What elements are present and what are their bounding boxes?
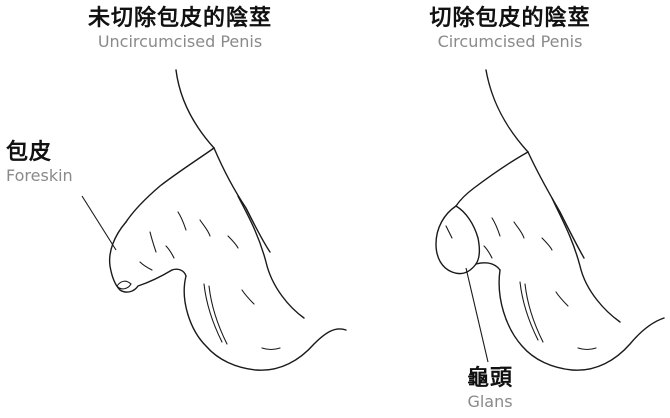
left-foreskin-tip [110,222,172,292]
left-scrotum-outline [184,276,346,370]
right-shaft-upper [456,152,528,206]
right-texture-6 [484,246,492,258]
circumcised-penis-illustration [436,70,664,370]
right-shaft-lower [476,263,500,270]
left-foreskin-opening [117,281,131,289]
left-raphe [204,284,222,342]
right-corona [456,206,479,264]
right-raphe-2 [525,284,543,342]
left-texture-1 [150,232,156,252]
uncircumcised-penis-illustration [82,70,346,370]
left-shaft-lower [172,269,186,276]
right-glans [436,206,476,274]
left-abdomen-line [176,70,214,148]
right-texture-1 [492,218,500,236]
left-scrotum-lobe [238,196,304,318]
right-texture-7 [446,226,452,238]
left-texture-7 [140,262,152,270]
foreskin-leader-line [82,196,116,250]
left-texture-2 [178,212,186,230]
right-scrotum-outline [499,270,664,370]
right-texture-3 [542,238,552,250]
left-shaft-upper [126,148,214,222]
right-abdomen-line [486,70,528,152]
left-inner-fold [214,148,270,252]
left-texture-8 [166,246,174,258]
right-texture-2 [514,222,524,238]
right-raphe [520,282,538,340]
right-texture-5 [578,348,596,350]
left-texture-3 [200,220,210,236]
left-texture-5 [242,290,254,304]
left-texture-4 [228,236,238,248]
right-texture-4 [556,292,568,306]
left-texture-6 [262,348,280,350]
left-raphe-2 [209,286,227,344]
glans-leader-line [466,268,488,362]
